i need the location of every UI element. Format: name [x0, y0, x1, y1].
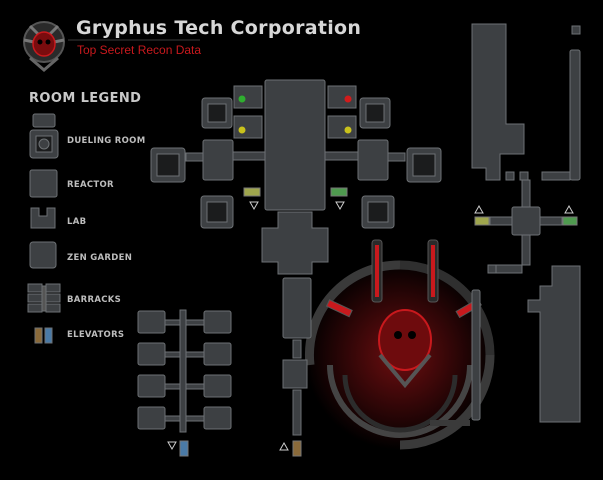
arrow-down-icon — [335, 201, 345, 211]
lab-icon — [30, 207, 56, 229]
east-node — [519, 171, 529, 181]
status-light-icon — [238, 95, 246, 103]
east-hub-link — [521, 234, 531, 266]
cross-lab — [261, 211, 329, 275]
corridor-far-left — [185, 152, 204, 162]
barracks-bunk — [137, 374, 166, 398]
barracks-bunk — [137, 342, 166, 366]
barracks-link — [185, 319, 205, 326]
dueling-room-e — [406, 147, 442, 183]
east-hub-link — [489, 216, 513, 226]
central-elevators — [243, 187, 348, 211]
east-column-south — [471, 289, 481, 421]
dueling-room-nw — [201, 97, 233, 129]
dueling-room-se — [361, 195, 395, 229]
reactor-room-left — [202, 139, 234, 181]
east-corridor — [495, 264, 523, 274]
east-node — [487, 264, 497, 274]
status-light-icon — [238, 126, 246, 134]
zen-garden-icon — [29, 241, 57, 269]
elevator-icon — [179, 440, 189, 457]
barracks-bunk — [203, 342, 232, 366]
barracks-link — [164, 415, 181, 422]
east-tower-south — [527, 265, 581, 423]
barracks-link — [164, 319, 181, 326]
barracks-link — [164, 351, 181, 358]
dueling-room-icon — [29, 113, 59, 159]
elevator-icon — [562, 216, 578, 226]
elevator-icon — [474, 216, 490, 226]
east-wing — [471, 23, 581, 423]
side-room-right-top — [327, 85, 357, 109]
legend-label-zen-garden: ZEN GARDEN — [67, 253, 133, 263]
barracks-link — [164, 383, 181, 390]
elevator-icon — [292, 440, 302, 457]
page-title: Gryphus Tech Corporation — [76, 17, 362, 39]
south-reactor — [282, 359, 308, 389]
east-tower-north — [471, 23, 525, 181]
arrow-up-icon — [564, 204, 574, 214]
barracks-link — [185, 415, 205, 422]
page-subtitle: Top Secret Recon Data — [77, 43, 202, 57]
arrow-up-icon — [474, 204, 484, 214]
legend-label-elevators: ELEVATORS — [67, 330, 125, 340]
barracks-bunk — [137, 310, 166, 334]
reactor-room-right — [357, 139, 389, 181]
barracks-wing — [137, 309, 232, 433]
east-node — [505, 171, 515, 181]
east-hub-link — [521, 179, 531, 208]
barracks-link — [185, 383, 205, 390]
east-corridor — [541, 171, 571, 181]
arrow-down-icon — [167, 441, 177, 451]
central-tower — [264, 79, 326, 211]
east-node — [571, 25, 581, 35]
dueling-room-sw — [200, 195, 234, 229]
side-room-right-mid — [327, 115, 357, 139]
elevator-icon — [34, 327, 53, 344]
central-arena — [304, 239, 495, 450]
status-light-icon — [344, 95, 352, 103]
status-light-icon — [344, 126, 352, 134]
corridor-left — [232, 151, 266, 161]
side-room-left-top — [233, 85, 263, 109]
east-hub — [511, 206, 541, 236]
dueling-room-ne — [359, 97, 391, 129]
south-shaft — [292, 389, 302, 436]
corridor-far-right — [387, 152, 406, 162]
legend-label-reactor: REACTOR — [67, 180, 114, 190]
elevator-icon — [243, 187, 261, 197]
legend-title: ROOM LEGEND — [29, 91, 142, 106]
arrow-down-icon — [249, 201, 259, 211]
legend-label-barracks: BARRACKS — [67, 295, 122, 305]
south-hall — [282, 277, 312, 339]
elevator-icon — [330, 187, 348, 197]
gryphon-skull-logo-icon — [23, 21, 65, 72]
east-hub-link — [539, 216, 563, 226]
barracks-bunk — [203, 374, 232, 398]
arrow-up-icon — [279, 441, 289, 451]
barracks-link — [185, 351, 205, 358]
reactor-icon — [29, 169, 58, 198]
barracks-hall — [179, 309, 187, 433]
barracks-icon — [27, 283, 61, 313]
legend-label-lab: LAB — [67, 217, 87, 227]
side-room-left-mid — [233, 115, 263, 139]
legend-label-dueling-room: DUELING ROOM — [67, 136, 146, 146]
dueling-room-w — [150, 147, 186, 183]
barracks-elevators — [167, 440, 302, 457]
east-elevators — [474, 204, 578, 226]
corridor-right — [324, 151, 359, 161]
barracks-bunk — [203, 310, 232, 334]
status-lights — [238, 95, 352, 134]
barracks-bunk — [137, 406, 166, 430]
barracks-bunk — [203, 406, 232, 430]
central-complex — [150, 79, 442, 436]
east-column — [569, 49, 581, 181]
south-corridor — [292, 339, 302, 359]
